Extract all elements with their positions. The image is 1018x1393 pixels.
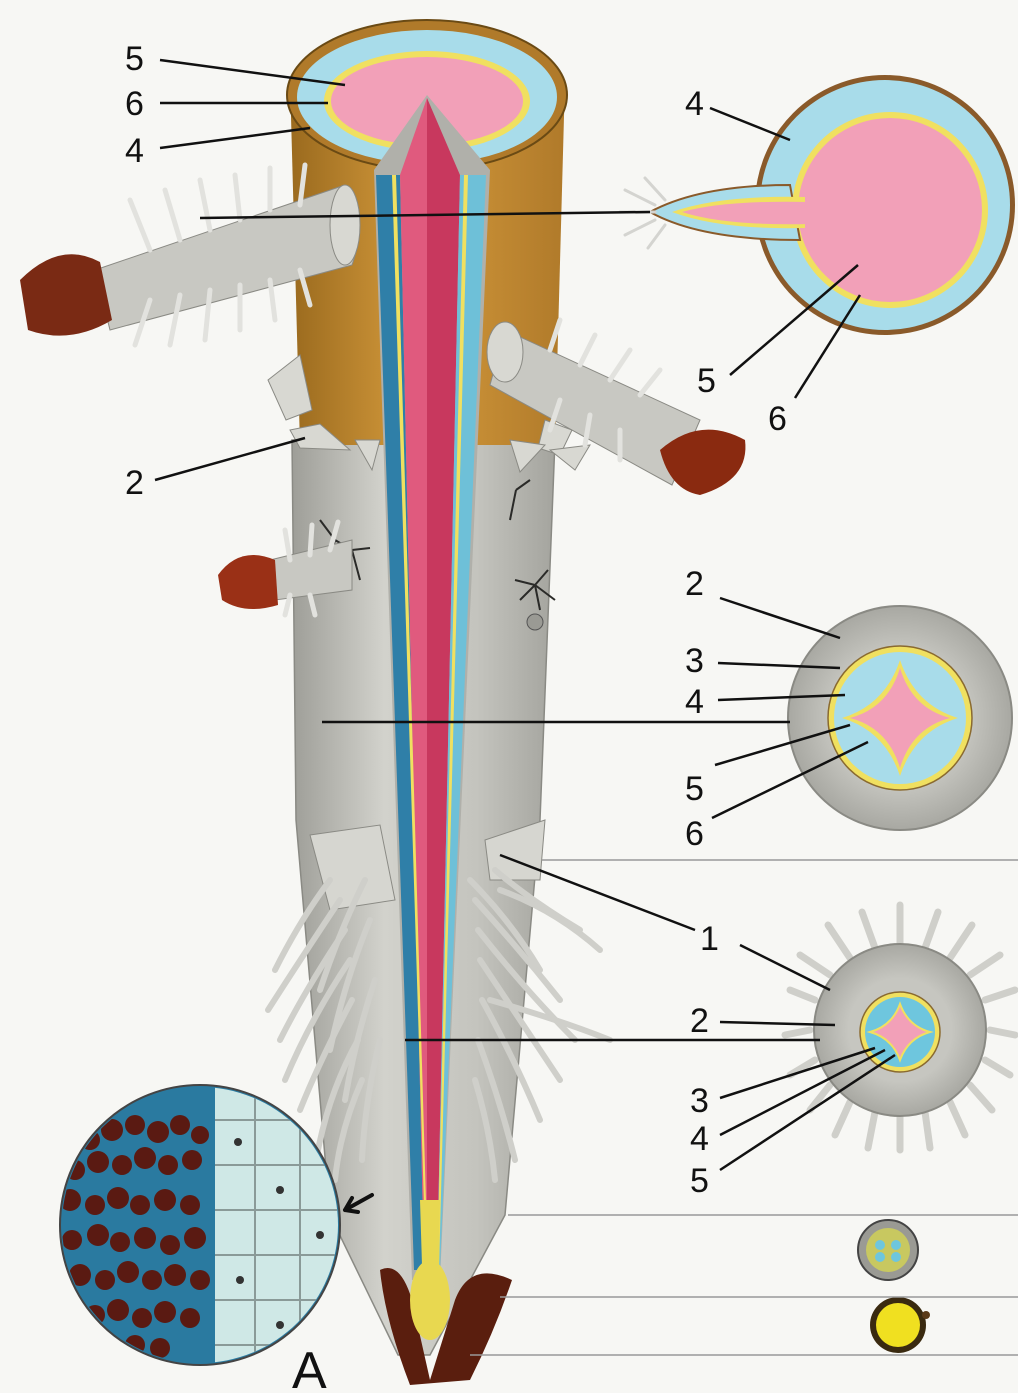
label-tr-5: 5 xyxy=(697,362,716,400)
label-mr-3: 3 xyxy=(685,642,704,680)
label-top-5: 5 xyxy=(125,40,144,78)
lateral-root-cap xyxy=(20,254,112,335)
cross-section-tip-small xyxy=(858,1220,918,1280)
label-top-4: 4 xyxy=(125,132,144,170)
label-mr-4: 4 xyxy=(685,683,704,721)
cross-section-tip-meristem xyxy=(870,1297,930,1353)
cross-section-lateral-origin xyxy=(620,75,1015,335)
root-cap xyxy=(380,1260,512,1385)
label-mr-2: 2 xyxy=(685,565,704,603)
label-tr-6: 6 xyxy=(768,400,787,438)
label-inset-a: A xyxy=(292,1342,327,1393)
label-lr-3: 3 xyxy=(690,1082,709,1120)
label-lr-2: 2 xyxy=(690,1002,709,1040)
label-left-2: 2 xyxy=(125,464,144,502)
label-lr-5: 5 xyxy=(690,1162,709,1200)
label-lr-4: 4 xyxy=(690,1120,709,1158)
label-top-6: 6 xyxy=(125,85,144,123)
label-mr-6: 6 xyxy=(685,815,704,853)
label-tr-4: 4 xyxy=(685,85,704,123)
cross-section-root-hair-zone xyxy=(785,905,1015,1150)
cross-section-mature xyxy=(788,606,1012,830)
label-mr-5: 5 xyxy=(685,770,704,808)
label-lr-1: 1 xyxy=(700,920,719,958)
